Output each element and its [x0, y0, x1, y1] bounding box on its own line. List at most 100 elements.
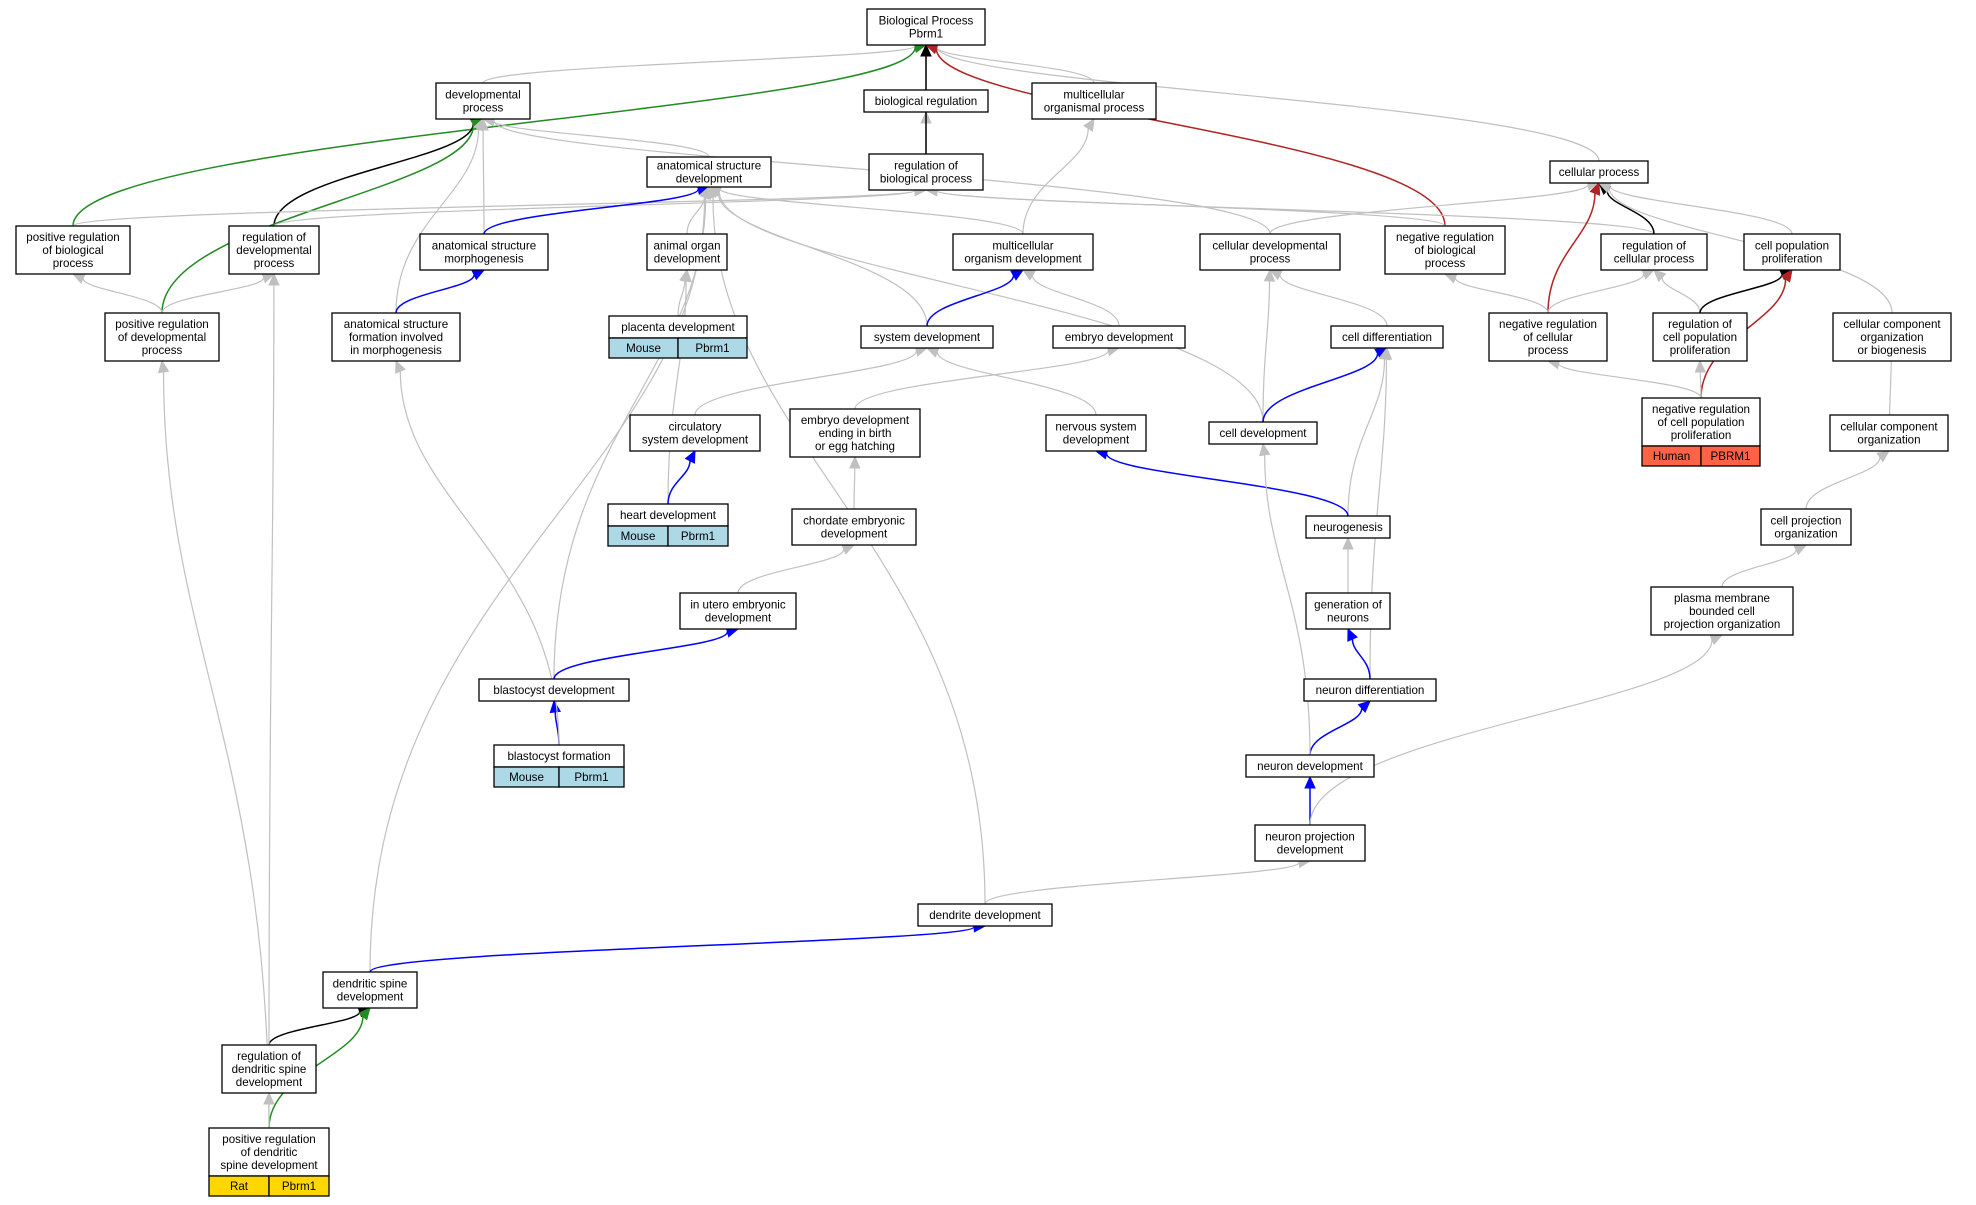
- term-node-cd[interactable]: cell differentiation: [1330, 325, 1444, 349]
- term-node-cp[interactable]: cellular process: [1549, 160, 1649, 184]
- edge-is-a: [1805, 457, 1881, 510]
- edge-arrowhead: [358, 1007, 371, 1021]
- term-label-line: cellular process: [1614, 253, 1695, 266]
- edge-part-of: [483, 188, 699, 235]
- edge-arrowhead: [841, 544, 856, 555]
- term-node-ddev[interactable]: dendrite development: [917, 903, 1053, 927]
- gene-tag: PBRM1: [1711, 450, 1751, 463]
- edge-arrowhead: [684, 449, 696, 464]
- term-label-line: regulation of: [894, 160, 959, 173]
- term-label-line: neuron development: [1257, 760, 1363, 773]
- edge-is-a: [82, 278, 163, 314]
- term-node-celld[interactable]: cell development: [1208, 421, 1318, 445]
- term-label-line: cell development: [1219, 427, 1307, 440]
- term-node-bd[interactable]: blastocyst development: [478, 678, 630, 702]
- term-label-line: in morphogenesis: [350, 344, 442, 357]
- edge-arrowhead: [1876, 450, 1890, 463]
- edge-regulates: [1606, 190, 1655, 235]
- edge-is-a: [667, 280, 687, 505]
- term-box: [1829, 414, 1949, 452]
- edge-part-of: [395, 274, 475, 314]
- term-label-line: biological regulation: [875, 95, 977, 108]
- term-node-ndev[interactable]: neuron development: [1245, 754, 1375, 778]
- term-box: [789, 408, 921, 458]
- term-node-sd[interactable]: system development: [860, 325, 994, 349]
- edge-part-of: [1262, 353, 1379, 423]
- term-label-line: organization: [1774, 528, 1837, 541]
- edge-arrowhead: [1342, 536, 1354, 550]
- term-label-line: neuron projection: [1265, 831, 1355, 844]
- edge-arrowhead: [920, 43, 932, 57]
- term-box: [646, 233, 728, 271]
- term-box: [646, 156, 772, 188]
- term-label-line: formation involved: [349, 331, 443, 344]
- edge-arrowhead: [1357, 700, 1371, 713]
- term-label-line: cell projection: [1771, 515, 1842, 528]
- term-label-line: cell population: [1663, 331, 1737, 344]
- term-label-line: cellular component: [1843, 318, 1941, 331]
- term-label-line: of cellular: [1523, 331, 1573, 344]
- edge-is-a: [268, 284, 275, 1046]
- term-box: [1031, 82, 1157, 120]
- edge-part-of: [926, 275, 1015, 327]
- term-label-line: bounded cell: [1689, 605, 1755, 618]
- edge-is-a: [1309, 639, 1713, 826]
- edge-is-a: [718, 191, 1264, 423]
- edge-is-a: [936, 351, 1097, 416]
- term-node-br[interactable]: biological regulation: [863, 89, 989, 113]
- term-node-nd[interactable]: neuron differentiation: [1303, 678, 1437, 702]
- term-node-ed[interactable]: embryo development: [1052, 325, 1186, 349]
- term-box: [1650, 586, 1794, 636]
- term-box: [863, 89, 989, 113]
- edge-is-a: [719, 188, 1024, 235]
- edge-arrowhead: [268, 272, 280, 286]
- term-node-ng[interactable]: neurogenesis: [1305, 515, 1391, 539]
- term-box: [1384, 225, 1506, 275]
- edge-is-a: [161, 277, 265, 314]
- edge-arrowhead: [71, 273, 86, 284]
- gene-tag: Pbrm1: [681, 530, 715, 543]
- edges-layer: [71, 40, 1896, 1129]
- term-label-line: cell differentiation: [1342, 331, 1432, 344]
- species-tag: Mouse: [621, 530, 656, 543]
- edge-arrowhead: [395, 359, 406, 374]
